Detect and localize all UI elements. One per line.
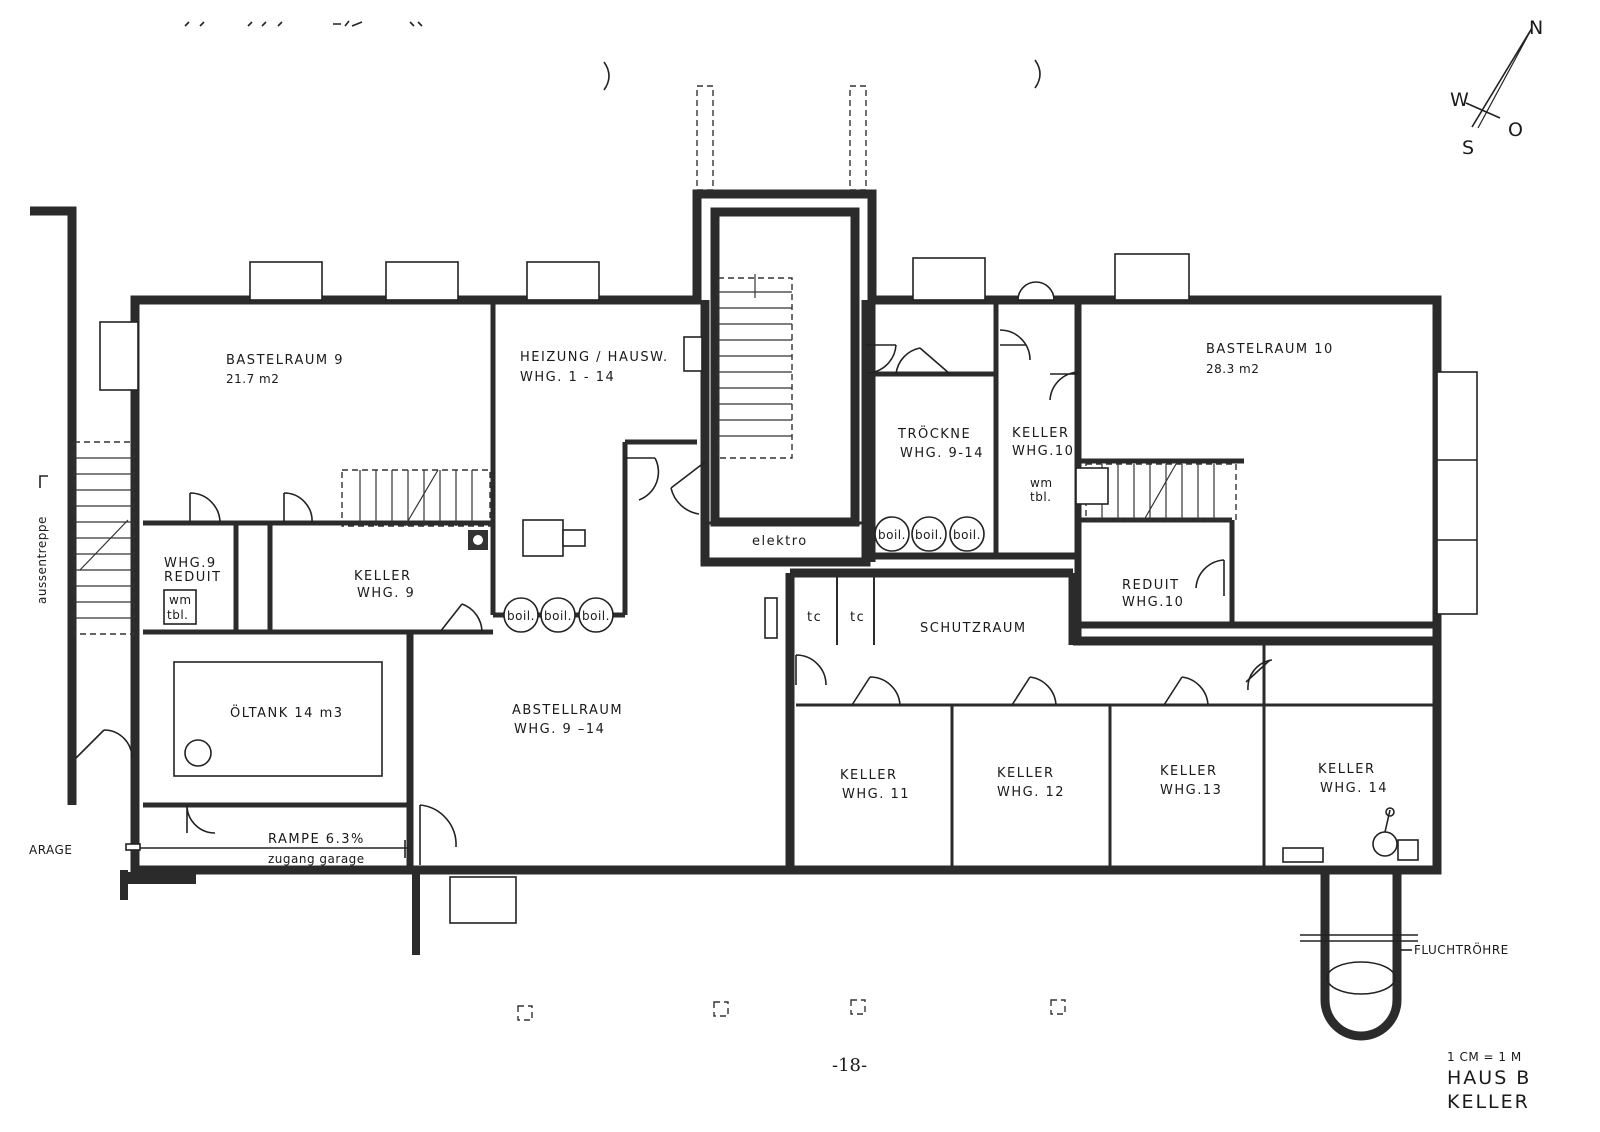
house-label: HAUS B (1447, 1067, 1531, 1089)
keller14-line2: WHG. 14 (1320, 781, 1388, 796)
footer: -18- 1 CM = 1 M HAUS B KELLER (832, 1050, 1531, 1113)
boil-4: boil. (878, 528, 906, 542)
keller10-line2: WHG.10 (1012, 444, 1074, 459)
page-number: -18- (832, 1055, 867, 1076)
tbl-label-10: tbl. (1030, 490, 1051, 504)
keller13-line1: KELLER (1160, 764, 1217, 779)
bastelraum9-name: BASTELRAUM 9 (226, 353, 344, 368)
reduit9-line2: REDUIT (164, 570, 222, 585)
compass-n: N (1529, 17, 1545, 39)
keller12-line2: WHG. 12 (997, 785, 1065, 800)
stairs-bastelraum9 (341, 469, 491, 527)
compass-o: O (1508, 119, 1525, 141)
reduit9-line1: WHG.9 (164, 556, 217, 571)
oil-tank (173, 661, 383, 777)
escape-tube: FLUCHTRÖHRE (1300, 870, 1509, 1041)
schutzraum-name: SCHUTZRAUM (920, 621, 1027, 636)
heizung-line2: WHG. 1 - 14 (520, 370, 615, 385)
keller9-line1: KELLER (354, 569, 411, 584)
scale-label: 1 CM = 1 M (1447, 1050, 1522, 1064)
bastelraum10-name: BASTELRAUM 10 (1206, 342, 1334, 357)
boil-5: boil. (915, 528, 943, 542)
boil-1: boil. (507, 609, 535, 623)
light-shafts (696, 85, 867, 191)
keller12-line1: KELLER (997, 766, 1054, 781)
compass-w: W (1450, 89, 1471, 111)
misc-labels: aussentreppe ARAGE RAMPE 6.3% zugang gar… (29, 475, 365, 866)
tbl-label-9: tbl. (167, 608, 188, 622)
tc-2: tc (850, 610, 865, 625)
wm-label-9: wm (169, 593, 192, 607)
column-markers (517, 999, 1066, 1021)
scan-marks (184, 20, 1041, 91)
keller14-line1: KELLER (1318, 762, 1375, 777)
boil-2: boil. (544, 609, 572, 623)
keller11-line1: KELLER (840, 768, 897, 783)
zugang-label: zugang garage (268, 852, 365, 866)
boil-3: boil. (582, 609, 610, 623)
compass-s: S (1462, 137, 1476, 159)
oeltank-name: ÖLTANK 14 m3 (230, 704, 344, 721)
stairs-main (717, 274, 793, 459)
abstellraum-line2: WHG. 9 –14 (514, 722, 605, 737)
heizung-line1: HEIZUNG / HAUSW. (520, 350, 669, 365)
compass-icon: N W O S (1450, 17, 1545, 159)
rampe-label: RAMPE 6.3% (268, 832, 365, 847)
floor-label: KELLER (1447, 1091, 1530, 1113)
room-labels: BASTELRAUM 9 21.7 m2 HEIZUNG / HAUSW. WH… (164, 342, 1388, 802)
doors (75, 329, 1273, 865)
tc-1: tc (807, 610, 822, 625)
reduit10-line1: REDUIT (1122, 578, 1180, 593)
wm-label-10: wm (1030, 476, 1053, 490)
keller11-line2: WHG. 11 (842, 787, 910, 802)
abstellraum-line1: ABSTELLRAUM (512, 703, 623, 718)
aussentreppe-label: aussentreppe (35, 516, 49, 604)
bastelraum9-area: 21.7 m2 (226, 372, 279, 386)
keller9-line2: WHG. 9 (357, 586, 415, 601)
rampe-arrow (125, 840, 410, 858)
fixtures: wm tbl. wm tbl. boil. boil. boil. boil. … (163, 336, 1419, 863)
keller10-line1: KELLER (1012, 426, 1069, 441)
stairs-outside (73, 441, 135, 635)
fluchtroehre-label: FLUCHTRÖHRE (1414, 941, 1509, 957)
reduit10-line2: WHG.10 (1122, 595, 1184, 610)
boil-6: boil. (953, 528, 981, 542)
bastelraum10-area: 28.3 m2 (1206, 362, 1259, 376)
troeckne-line1: TRÖCKNE (897, 425, 971, 442)
troeckne-line2: WHG. 9-14 (900, 446, 984, 461)
keller13-line2: WHG.13 (1160, 783, 1222, 798)
garage-label: ARAGE (29, 843, 72, 857)
elektro-label: elektro (752, 534, 808, 549)
window-projections (99, 253, 1478, 924)
